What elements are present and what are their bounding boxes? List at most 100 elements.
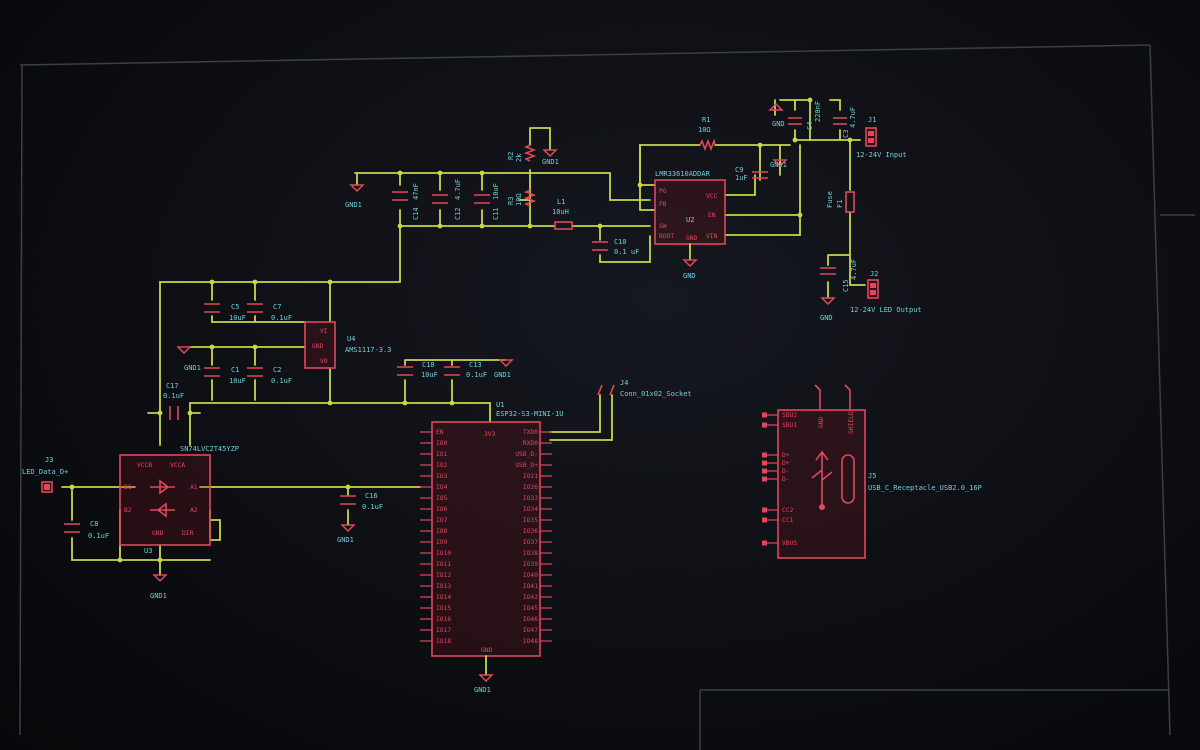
u2-regulator[interactable]: LMR33610ADDAR PG FB SW BOOT VCC EN VIN G… (654, 170, 726, 280)
gnd-label-c15: GND (820, 314, 833, 322)
u1-right-pin-label: IO37 (523, 539, 538, 546)
r1-resistor[interactable]: R1 10Ω (698, 116, 716, 152)
j5-usb-c[interactable]: J5 USB_C_Receptacle_USB2.0_16P GND SHIEL… (762, 384, 982, 559)
j5-pin-pad (762, 507, 767, 513)
c18-ref: C18 (422, 361, 435, 369)
c11-capacitor[interactable]: C11 10uF (474, 183, 500, 220)
c4-capacitor[interactable]: C4 220nF (788, 101, 822, 130)
gnd1-label-u3: GND1 (150, 592, 167, 600)
u1-left-pin-label: IO6 (436, 506, 448, 513)
c18-capacitor[interactable]: C18 10uF (397, 361, 438, 379)
j3-value: LED_Data_D+ (22, 468, 68, 476)
u3-pin-vccb: VCCB (137, 462, 152, 469)
u1-right-pin-label: IO48 (523, 638, 538, 645)
j1-connector[interactable]: J1 12-24V Input (856, 116, 907, 159)
c4-value: 220nF (814, 101, 822, 122)
c12-capacitor[interactable]: C12 4.7uF (432, 179, 462, 220)
u1-right-pin-label: IO40 (523, 572, 538, 579)
c17-capacitor[interactable]: C17 0.1uF (163, 382, 184, 420)
u1-right-pin-label: IO36 (523, 528, 538, 535)
c15-capacitor[interactable]: C15 4.7uF GND (820, 259, 858, 322)
c8-capacitor[interactable]: C8 0.1uF (64, 520, 109, 540)
u2-pin-sw: SW (659, 223, 667, 230)
u1-left-pin-label: IO9 (436, 539, 448, 546)
u2-pin-fb: FB (659, 201, 667, 208)
u1-ref: U1 (496, 401, 504, 409)
u1-left-pin-label: IO16 (436, 616, 451, 623)
c16-value: 0.1uF (362, 503, 383, 511)
gnd-top-right: GND (768, 102, 785, 128)
u4-value: AMS1117-3.3 (345, 346, 391, 354)
f1-value: Fuse (826, 191, 834, 208)
u1-left-pin-label: IO0 (436, 440, 448, 447)
u1-right-pin-label: IO26 (523, 484, 538, 491)
j5-value: USB_C_Receptacle_USB2.0_16P (868, 484, 982, 492)
u1-right-pin-label: IO45 (523, 605, 538, 612)
gnd1-label-mid: GND1 (184, 364, 201, 372)
j5-pin-label: D+ (782, 460, 790, 467)
u1-left-pins: ENIO0IO1IO2IO3IO4IO5IO6IO7IO8IO9IO10IO11… (420, 429, 451, 645)
u4-ldo[interactable]: VI GND VO U4 AMS1117-3.3 (304, 321, 391, 369)
r2-resistor[interactable]: R2 2k GND1 (507, 144, 559, 166)
u3-pin-a1: A1 (190, 484, 198, 491)
u1-esp32[interactable]: U1 ESP32-S3-MINI-1U 3V3 GND ENIO0IO1IO2I… (420, 401, 563, 694)
u3-level-shifter[interactable]: SN74LVC2T45YZP VCCB VCCA B1 B2 A1 A2 GND… (119, 445, 239, 600)
j5-pin-pad (762, 452, 767, 458)
c17-ref: C17 (166, 382, 179, 390)
c3-capacitor[interactable]: C3 4.7uF (833, 107, 857, 138)
u1-left-pin-label: IO5 (436, 495, 448, 502)
j5-pin-label: CC2 (782, 507, 794, 514)
r2-ref: R2 (507, 152, 515, 160)
c2-ref: C2 (273, 366, 281, 374)
c1-capacitor[interactable]: C1 10uF (204, 366, 246, 385)
c11-value: 10uF (492, 183, 500, 200)
u1-right-pin-label: RXD0 (523, 440, 538, 447)
u1-right-pin-label: USB_D- (515, 451, 538, 458)
u1-left-pin-label: IO17 (436, 627, 451, 634)
j5-pin-pad (762, 468, 767, 474)
c12-ref: C12 (454, 207, 462, 220)
j5-pin-pad (762, 476, 767, 482)
j5-pin-shield: SHIELD (848, 411, 855, 434)
j1-value: 12-24V Input (856, 151, 907, 159)
c2-capacitor[interactable]: C2 0.1uF (247, 366, 292, 385)
u4-pin-gnd: GND (312, 343, 324, 350)
f1-fuse[interactable]: Fuse F1 (826, 191, 855, 213)
c17-value: 0.1uF (163, 392, 184, 400)
c13-capacitor[interactable]: C13 0.1uF GND1 (444, 359, 514, 379)
u2-pin-boot: BOOT (659, 233, 674, 240)
u2-value: LMR33610ADDAR (655, 170, 711, 178)
l1-inductor[interactable]: L1 10uH (552, 198, 573, 230)
j5-pin-label: D- (782, 468, 790, 475)
u1-left-pin-label: IO3 (436, 473, 448, 480)
u1-right-pin-label: IO39 (523, 561, 538, 568)
c7-capacitor[interactable]: C7 0.1uF (247, 303, 292, 322)
r1-ref: R1 (702, 116, 710, 124)
c13-value: 0.1uF (466, 371, 487, 379)
j4-connector[interactable]: J4 Conn_01x02_Socket (597, 379, 692, 398)
c5-capacitor[interactable]: C5 10uF (204, 303, 246, 322)
u1-left-pin-label: IO14 (436, 594, 451, 601)
r2-value: 2k (515, 153, 523, 162)
usb-icon (811, 450, 833, 510)
c9-capacitor[interactable]: C9 1uF GND1 (735, 159, 788, 182)
r3-resistor[interactable]: R3 10Ω (507, 189, 537, 207)
u1-left-pin-label: IO8 (436, 528, 448, 535)
j5-pin-label: SBU2 (782, 412, 797, 419)
u1-right-pin-label: IO33 (523, 495, 538, 502)
c16-capacitor[interactable]: C16 0.1uF GND1 (337, 492, 383, 544)
j2-connector[interactable]: J2 12-24V LED Output (850, 270, 922, 314)
gnd-label-top-right: GND (772, 120, 785, 128)
sheet-frame (19, 44, 1195, 750)
u1-left-pin-label: IO1 (436, 451, 448, 458)
r3-ref: R3 (507, 197, 515, 205)
c8-ref: C8 (90, 520, 98, 528)
c15-value: 4.7uF (850, 259, 858, 280)
c10-capacitor[interactable]: C10 0.1 uF (592, 238, 639, 256)
j3-connector[interactable]: J3 LED_Data_D+ (22, 456, 68, 493)
u1-left-pin-label: IO7 (436, 517, 448, 524)
j5-ref: J5 (868, 472, 876, 480)
c14-capacitor[interactable]: C14 47nF (392, 183, 420, 220)
u1-right-pin-label: IO42 (523, 594, 538, 601)
